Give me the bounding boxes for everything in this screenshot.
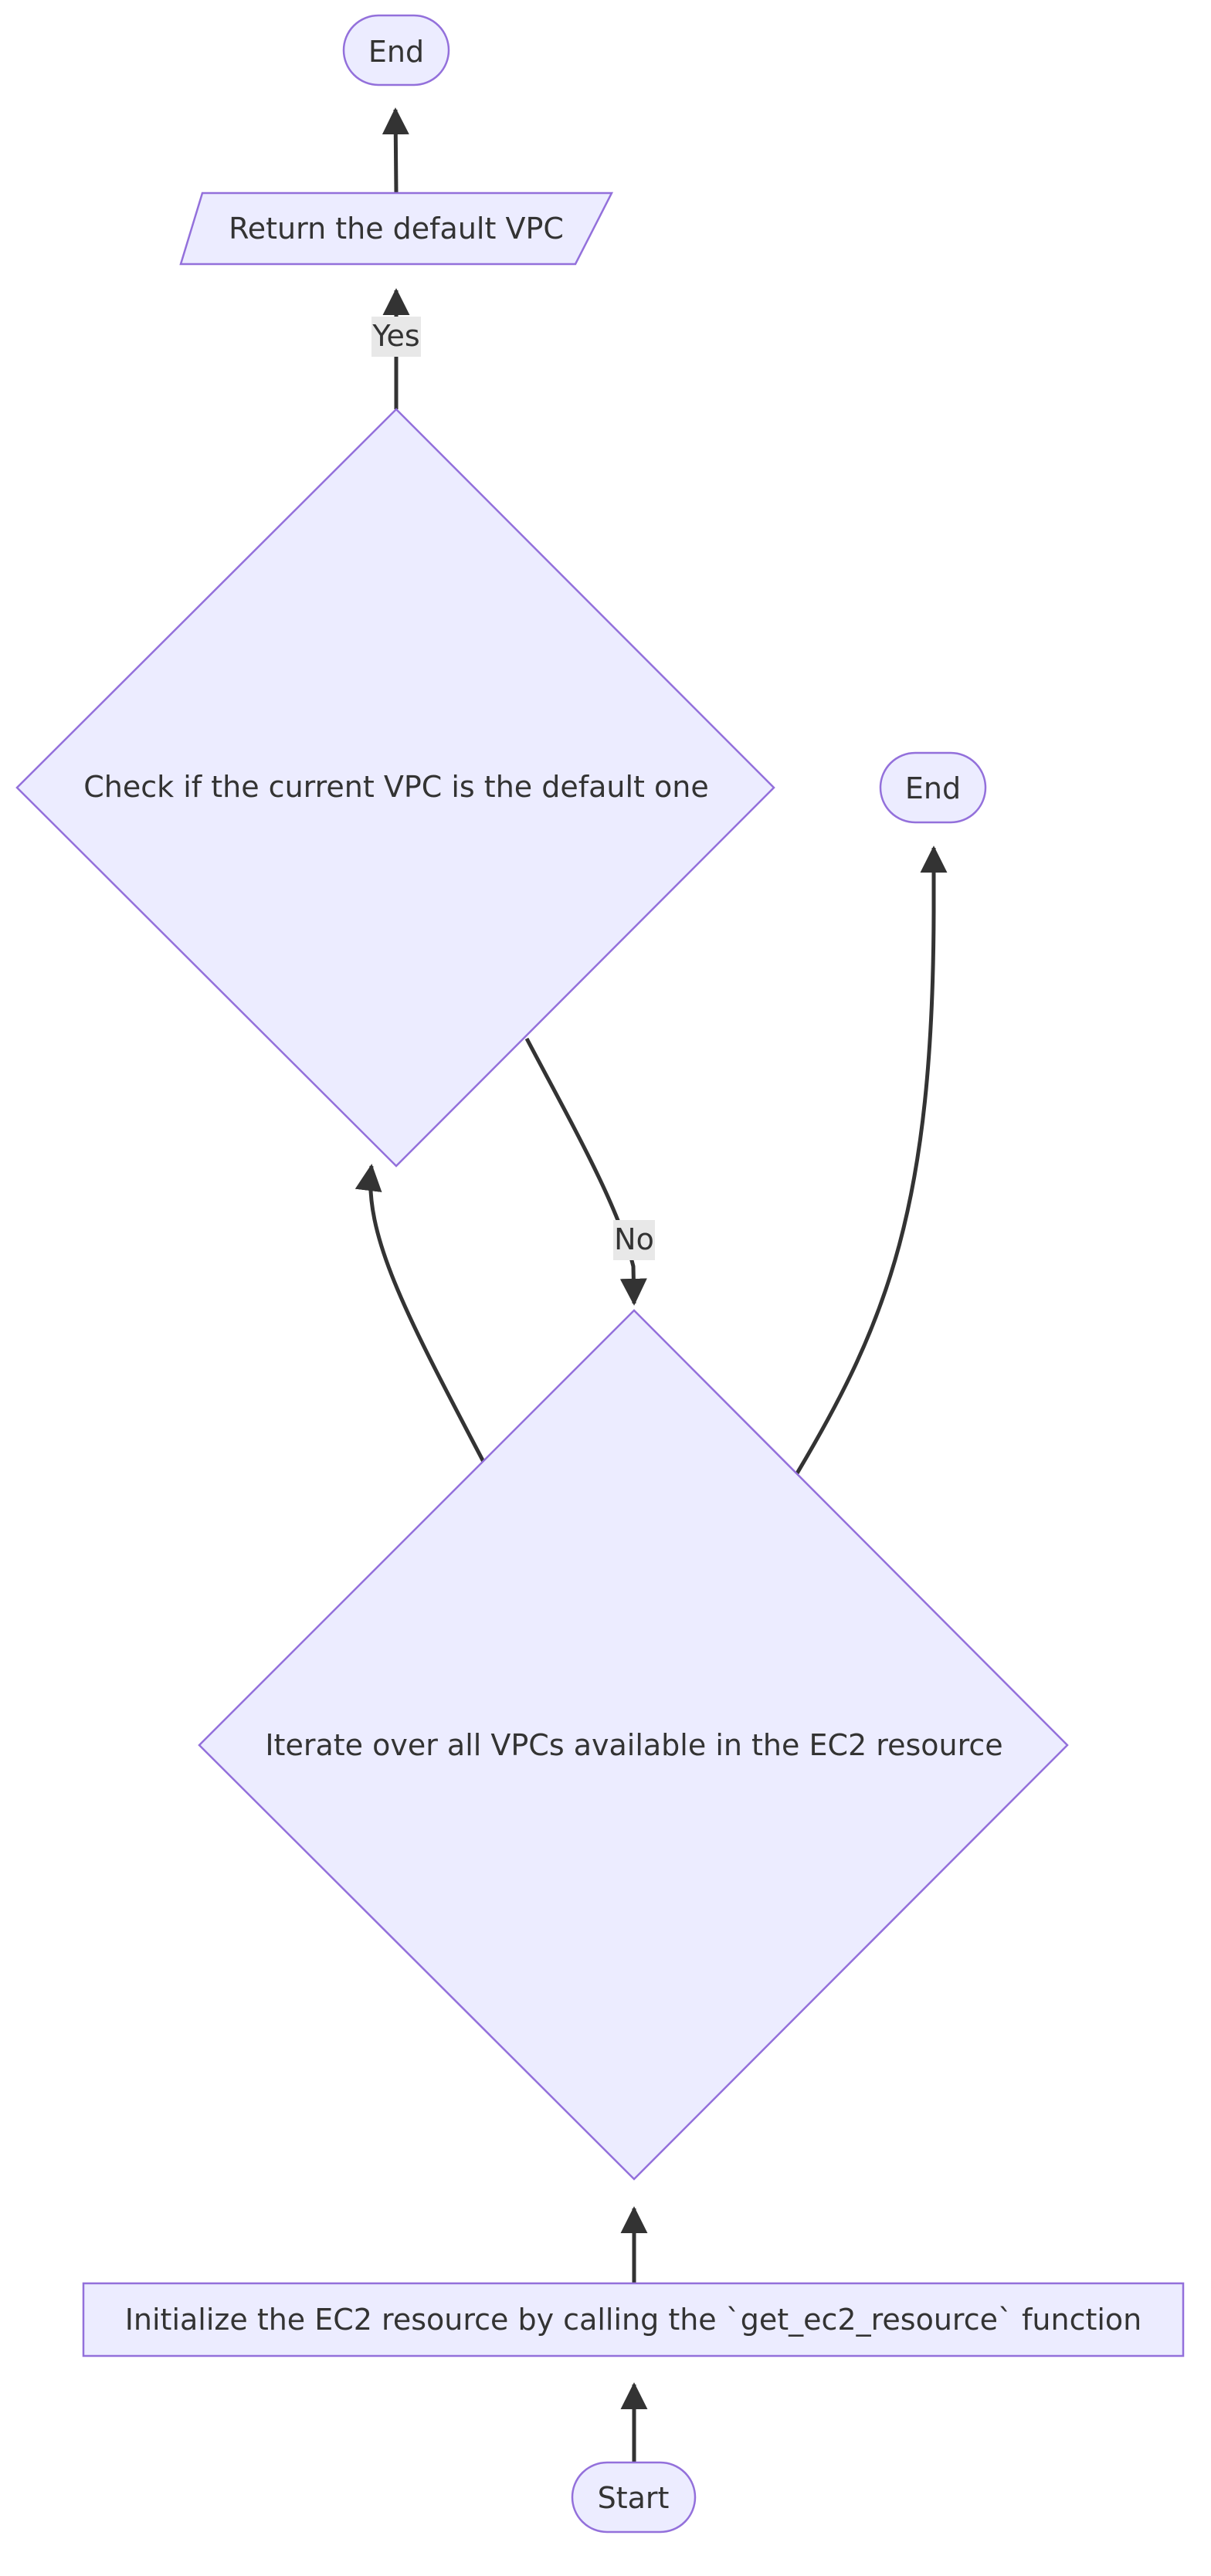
node-end-right[interactable]: End [879, 751, 987, 824]
edge-iterate-to-end [795, 846, 948, 1475]
svg-text:Start: Start [598, 2481, 670, 2515]
edge-check-no-iterate [524, 1037, 647, 1306]
svg-text:End: End [368, 35, 424, 69]
node-return-default-vpc[interactable]: Return the default VPC [179, 192, 614, 266]
svg-text:Return the default VPC: Return the default VPC [229, 212, 564, 246]
svg-text:No: No [614, 1222, 654, 1256]
svg-text:Initialize the EC2 resource by: Initialize the EC2 resource by calling t… [125, 2303, 1142, 2337]
edge-iterate-to-check [354, 1164, 486, 1463]
svg-text:Yes: Yes [371, 319, 419, 353]
edge-label-no: No [613, 1220, 655, 1260]
edge-return-to-end [382, 107, 409, 194]
node-iterate-vpcs[interactable]: Iterate over all VPCs available in the E… [198, 1309, 1069, 2181]
svg-text:Iterate over all VPCs availabl: Iterate over all VPCs available in the E… [265, 1728, 1002, 1762]
edge-label-yes: Yes [371, 317, 421, 357]
svg-text:End: End [905, 771, 961, 805]
node-start[interactable]: Start [571, 2461, 697, 2534]
svg-text:Check if the current VPC is th: Check if the current VPC is the default … [83, 770, 709, 804]
node-check-default[interactable]: Check if the current VPC is the default … [15, 408, 775, 1168]
node-end-top[interactable]: End [342, 14, 450, 86]
node-init-ec2[interactable]: Initialize the EC2 resource by calling t… [82, 2282, 1185, 2357]
